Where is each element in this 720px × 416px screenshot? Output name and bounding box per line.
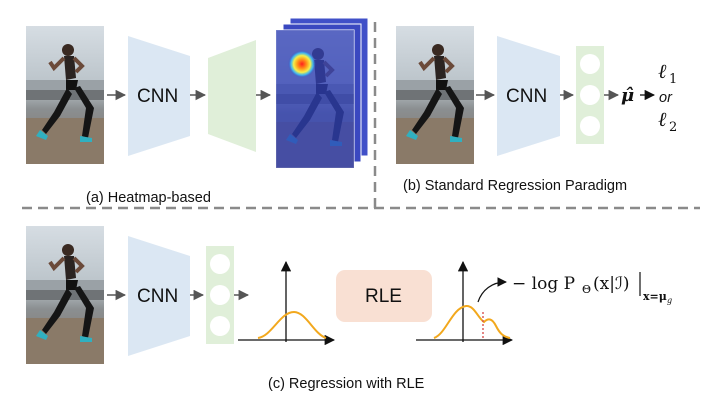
cnn-label-b: CNN bbox=[506, 86, 547, 107]
loss-l2-symbol: ℓ bbox=[658, 107, 667, 131]
cnn-block-a bbox=[128, 36, 190, 156]
runner-photo-b bbox=[394, 24, 476, 166]
loss-l1-symbol: ℓ bbox=[658, 59, 667, 83]
rle-density-plot bbox=[416, 260, 514, 346]
formula-main: − log P bbox=[512, 274, 575, 294]
cnn-label-c: CNN bbox=[137, 286, 178, 307]
arrow-to-formula bbox=[477, 277, 507, 303]
gaussian-density-plot bbox=[238, 260, 336, 346]
cnn-block-c bbox=[128, 236, 190, 356]
nll-formula: − log P Θ (x|ℐ) x=μ g bbox=[512, 272, 672, 305]
heatmap-stack bbox=[274, 17, 369, 170]
loss-l1-subscript: 1 bbox=[669, 72, 677, 87]
caption-a: (a) Heatmap-based bbox=[86, 190, 211, 206]
mu-hat-symbol: μ̂ bbox=[621, 85, 634, 106]
fc-vector-c bbox=[206, 246, 234, 344]
panel-c: CNN RLE − log P Θ (x bbox=[24, 224, 672, 392]
formula-eval-subscript: x=μ bbox=[643, 290, 667, 303]
deconv-block bbox=[208, 40, 256, 152]
rle-label: RLE bbox=[365, 286, 402, 307]
runner-photo-a bbox=[24, 24, 106, 166]
cnn-label-a: CNN bbox=[137, 86, 178, 107]
or-text: or bbox=[659, 90, 673, 106]
rle-block bbox=[336, 270, 432, 322]
caption-b: (b) Standard Regression Paradigm bbox=[403, 178, 627, 194]
cnn-block-b bbox=[497, 36, 560, 156]
gaussian-curve bbox=[257, 310, 327, 339]
loss-l2-subscript: 2 bbox=[669, 120, 677, 135]
formula-theta-subscript: Θ bbox=[582, 283, 591, 296]
panel-b: CNN μ̂ ℓ 1 or ℓ 2 (b) Standard Regressio… bbox=[394, 24, 677, 194]
formula-eval-subsubscript: g bbox=[667, 296, 672, 305]
rle-density-curve bbox=[433, 305, 511, 339]
panel-a: CNN (a) Heatmap-based bbox=[24, 17, 369, 206]
caption-c: (c) Regression with RLE bbox=[268, 376, 425, 392]
formula-args: (x|ℐ) bbox=[593, 274, 630, 294]
fc-vector-b bbox=[576, 46, 604, 144]
runner-photo-c bbox=[24, 224, 106, 366]
heatmap-hotspot bbox=[288, 50, 316, 78]
